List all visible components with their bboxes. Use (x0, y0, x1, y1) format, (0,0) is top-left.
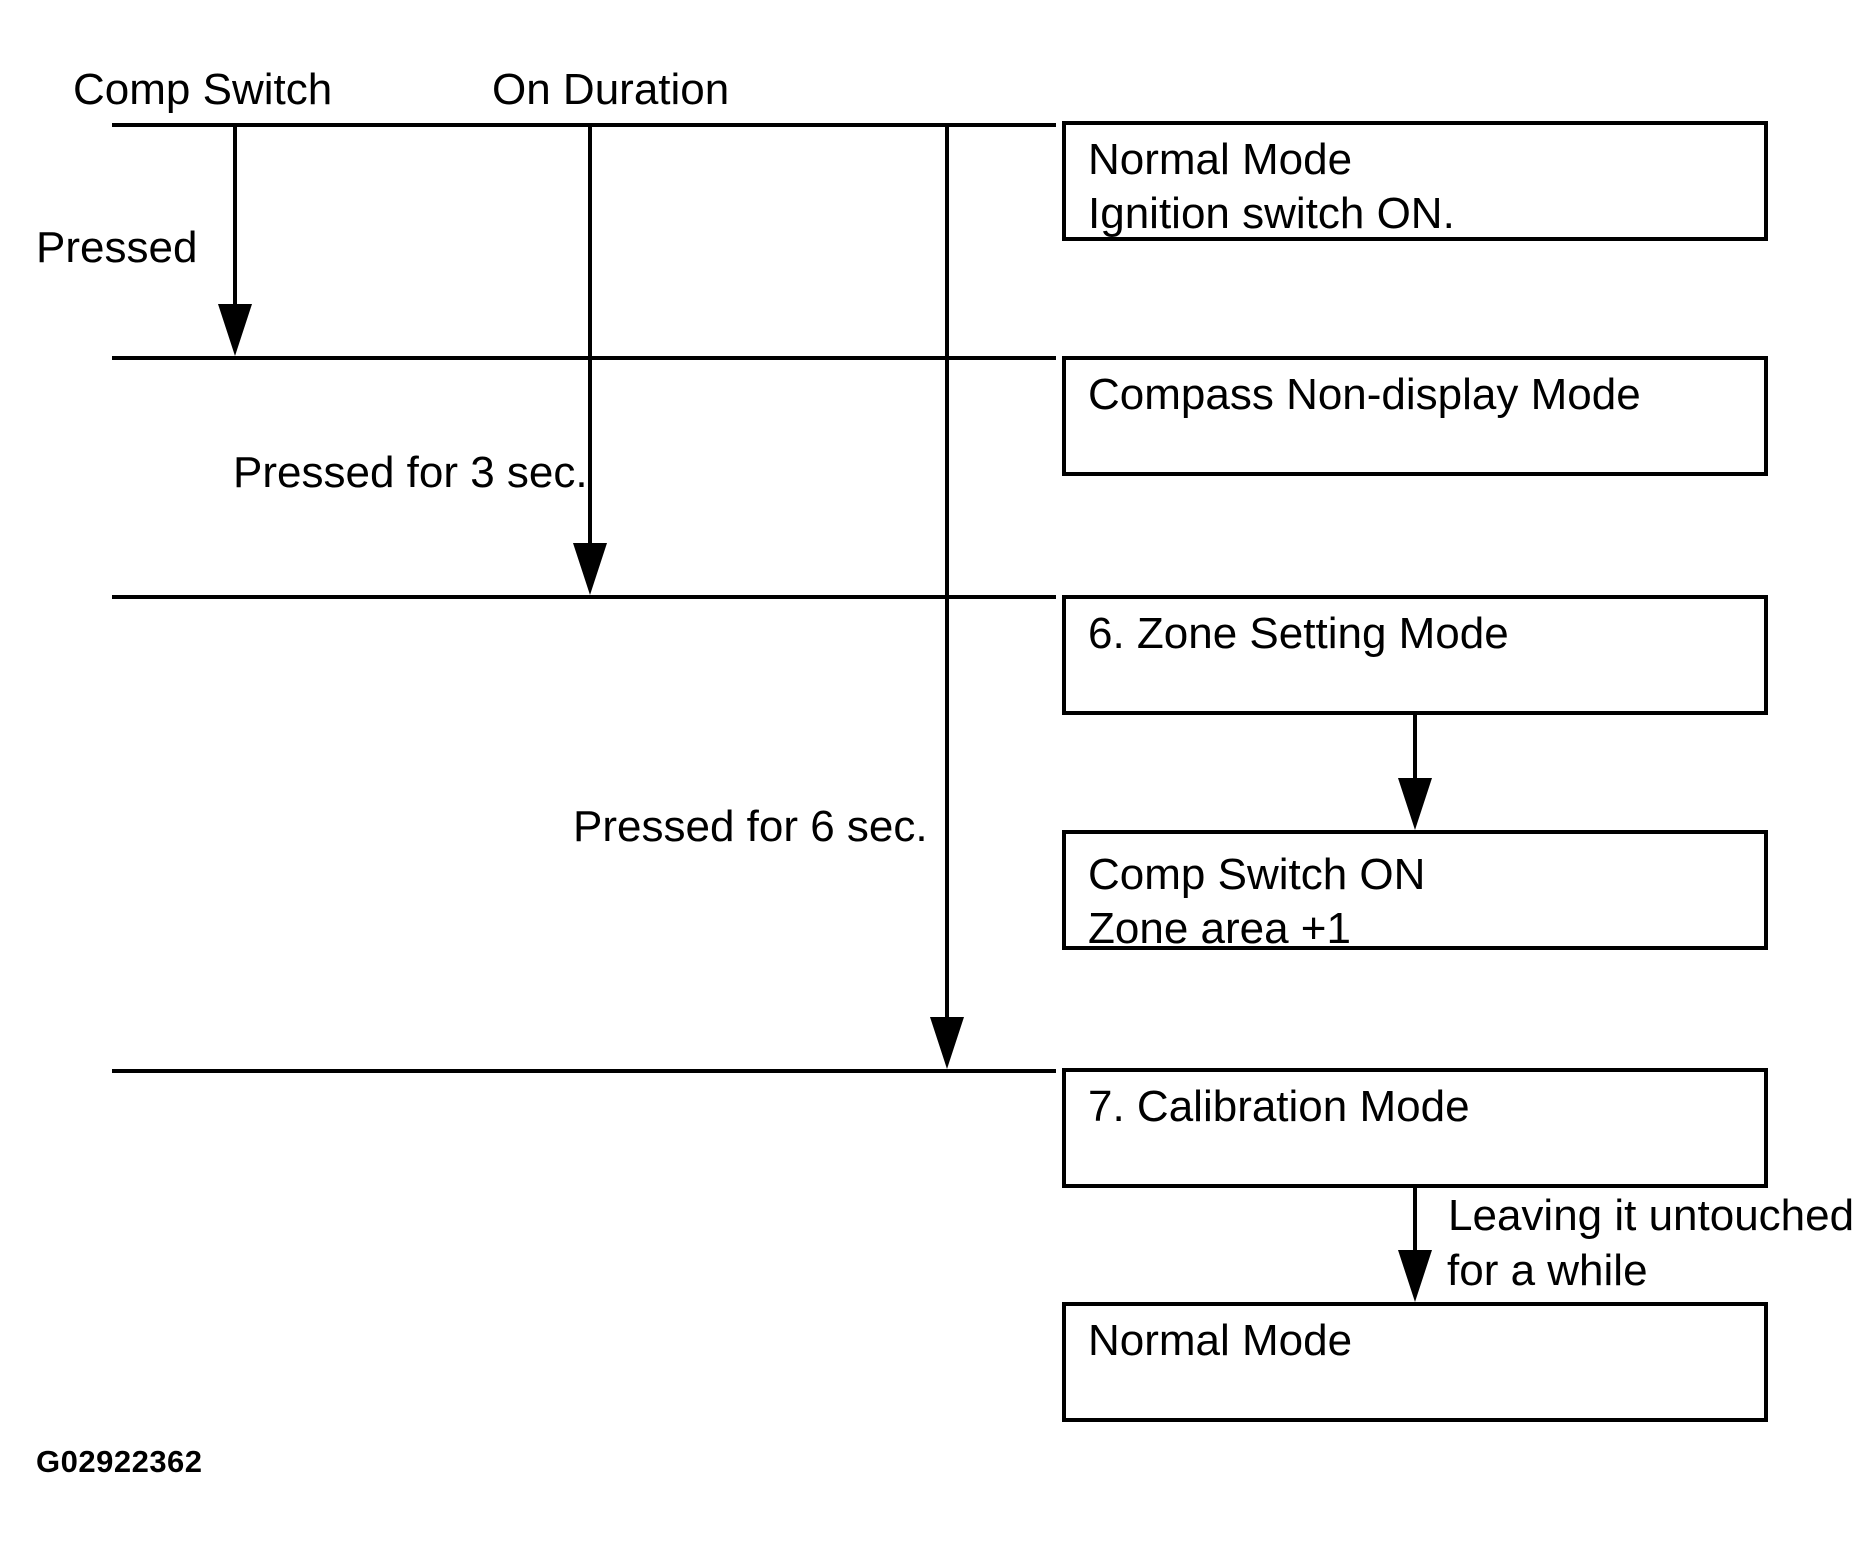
state-box-text: Ignition switch ON. (1088, 189, 1455, 238)
state-box-compass-non-display: Compass Non-display Mode (1062, 356, 1768, 476)
label-pressed: Pressed (36, 223, 198, 272)
state-box-calibration: 7. Calibration Mode (1062, 1068, 1768, 1188)
arrow-down-icon (1398, 1250, 1432, 1302)
label-pressed-3s: Pressed for 3 sec. (233, 448, 588, 497)
column-header-comp-switch: Comp Switch (73, 65, 333, 114)
column-header-on-duration: On Duration (492, 65, 730, 114)
state-box-comp-switch-on: Comp Switch ON Zone area +1 (1062, 830, 1768, 953)
state-box-text: Zone area +1 (1088, 904, 1351, 953)
state-box-text: 6. Zone Setting Mode (1088, 609, 1509, 658)
state-box-normal-mode-final: Normal Mode (1062, 1302, 1768, 1422)
arrow-down-icon (573, 543, 607, 595)
arrow-pressed-3s-shaft (588, 123, 592, 547)
arrow-pressed-shaft (233, 123, 237, 308)
timeline-rule-3 (112, 595, 1056, 599)
arrow-down-icon (1398, 778, 1432, 830)
state-box-text: Comp Switch ON (1088, 850, 1426, 899)
arrow-down-icon (930, 1017, 964, 1069)
label-leaving-untouched-line2: for a while (1447, 1246, 1648, 1295)
state-box-zone-setting: 6. Zone Setting Mode (1062, 595, 1768, 715)
state-box-text: 7. Calibration Mode (1088, 1082, 1470, 1131)
timeline-rule-2 (112, 356, 1056, 360)
state-box-text: Compass Non-display Mode (1088, 370, 1641, 419)
arrow-pressed-6s-shaft (945, 123, 949, 1021)
arrow-calibration-to-normal-shaft (1413, 1188, 1417, 1254)
timeline-rule-1 (112, 123, 1056, 127)
state-box-text: Normal Mode (1088, 1316, 1353, 1365)
state-box-text: Normal Mode (1088, 135, 1353, 184)
arrow-down-icon (218, 304, 252, 356)
label-pressed-6s: Pressed for 6 sec. (573, 802, 928, 851)
timeline-rule-4 (112, 1069, 1056, 1073)
figure-id: G02922362 (36, 1444, 203, 1479)
arrow-zone-to-compswitch-shaft (1413, 715, 1417, 782)
state-box-normal-mode: Normal Mode Ignition switch ON. (1062, 121, 1768, 241)
label-leaving-untouched-line1: Leaving it untouched (1448, 1191, 1855, 1240)
